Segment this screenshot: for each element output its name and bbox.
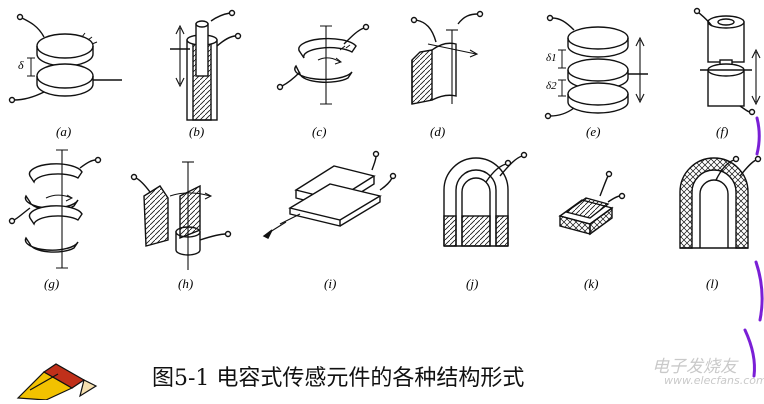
delta2-label: δ2 xyxy=(546,80,557,92)
panel-k xyxy=(558,170,626,236)
panel-l xyxy=(679,155,762,249)
panel-g xyxy=(8,149,102,269)
figure-caption: 图5-1 电容式传感元件的各种结构形式 xyxy=(152,366,525,391)
delta1-label: δ1 xyxy=(546,52,557,64)
label-a: (a) xyxy=(56,124,72,139)
watermark-logo: 电子发烧友 xyxy=(652,357,737,377)
label-l: (l) xyxy=(706,276,719,291)
label-i: (i) xyxy=(324,276,337,291)
panel-j xyxy=(443,151,528,247)
label-f: (f) xyxy=(716,124,729,139)
label-b: (b) xyxy=(189,124,205,139)
pencil-clipart xyxy=(16,363,98,401)
label-e: (e) xyxy=(586,124,601,139)
label-c: (c) xyxy=(312,124,327,139)
panel-a xyxy=(8,13,122,104)
panel-f xyxy=(693,7,761,116)
watermark-url: www.elecfans.com xyxy=(664,374,764,387)
panel-e xyxy=(544,14,648,120)
panel-d xyxy=(410,10,484,105)
panel-i xyxy=(262,150,397,239)
panel-c xyxy=(276,23,370,105)
purple-marks xyxy=(743,116,764,378)
label-h: (h) xyxy=(178,276,194,291)
panel-h xyxy=(130,161,232,270)
panel-b xyxy=(170,9,242,121)
label-g: (g) xyxy=(44,276,60,291)
label-d: (d) xyxy=(430,124,446,139)
delta-label: δ xyxy=(18,58,24,72)
label-k: (k) xyxy=(584,276,599,291)
label-j: (j) xyxy=(466,276,479,291)
